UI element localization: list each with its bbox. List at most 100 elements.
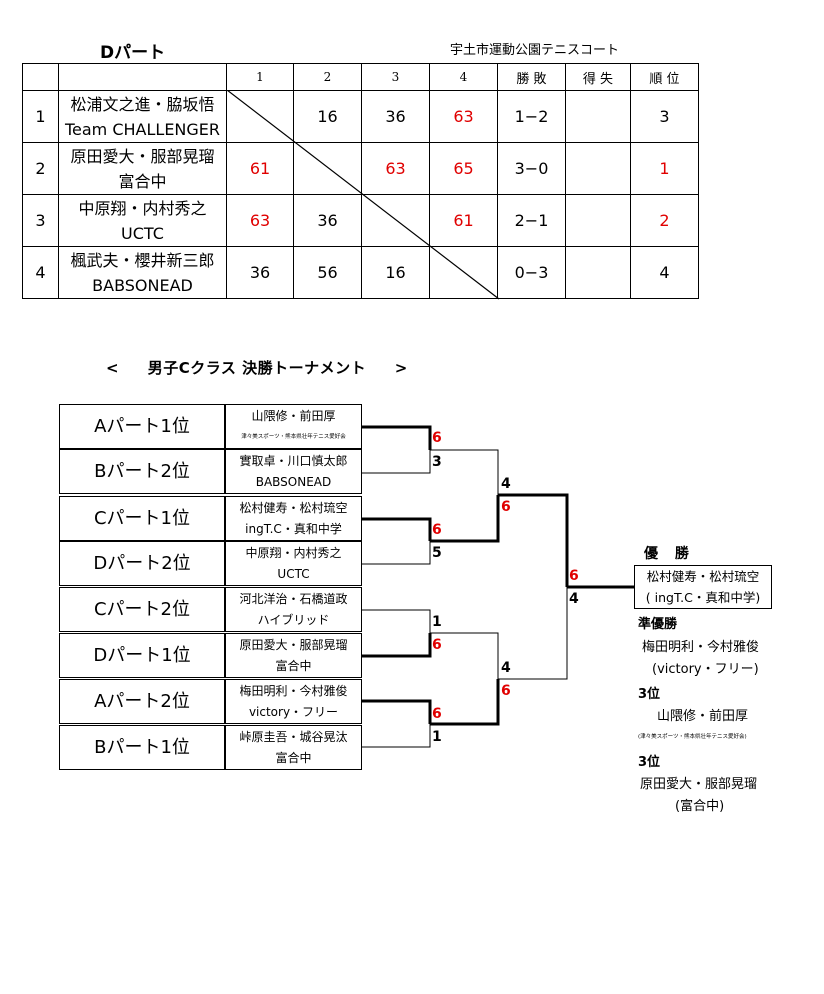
row-number: 4 — [22, 246, 59, 299]
team-cell: 中原翔・内村秀之 UCTC — [225, 541, 362, 586]
score-cell: 56 — [293, 246, 362, 299]
match-score: 4 — [501, 476, 511, 492]
match-score: 6 — [432, 430, 442, 446]
points-cell — [565, 142, 631, 195]
points-cell — [565, 194, 631, 247]
player-cell: 原田愛大・服部晃瑠富合中 — [58, 142, 227, 195]
score-cell: 63 — [429, 90, 498, 143]
player-cell: 松浦文之進・脇坂悟 Team CHALLENGER — [58, 90, 227, 143]
rank-cell: 2 — [630, 194, 699, 247]
score-cell: 63 — [361, 142, 430, 195]
header-col-1: 1 — [226, 63, 294, 91]
player-names: 松浦文之進・脇坂悟 — [70, 94, 215, 114]
score-cell: 36 — [293, 194, 362, 247]
team-club: 富合中 — [275, 659, 312, 673]
score-cell — [361, 194, 430, 247]
table-row: 2 原田愛大・服部晃瑠富合中 61 63 65 3−0 1 — [22, 142, 699, 195]
team-club: ingT.C・真和中学 — [245, 522, 342, 536]
header-cell-blank — [58, 63, 227, 91]
player-club: Team CHALLENGER — [64, 119, 221, 139]
team-players: 峠原圭吾・城谷晃汰 — [239, 730, 348, 744]
player-cell: 中原翔・内村秀之 UCTC — [58, 194, 227, 247]
match-score: 6 — [432, 522, 442, 538]
match-score: 6 — [501, 683, 511, 699]
team-players: 實取卓・川口慎太郎 — [239, 454, 348, 468]
seed-slot: Aパート2位 — [59, 679, 225, 724]
row-number: 3 — [22, 194, 59, 247]
match-score: 6 — [569, 568, 579, 584]
team-club: BABSONEAD — [255, 475, 332, 489]
record-cell: 0−3 — [497, 246, 566, 299]
score-cell: 61 — [226, 142, 294, 195]
third-place-label: 3位 — [638, 687, 661, 702]
match-score: 6 — [432, 637, 442, 653]
points-cell — [565, 90, 631, 143]
team-club: victory・フリー — [248, 705, 339, 719]
player-club: UCTC — [121, 223, 164, 243]
score-cell — [293, 142, 362, 195]
score-cell: 36 — [361, 90, 430, 143]
seed-slot: Cパート1位 — [59, 496, 225, 541]
team-players: 松村健寿・松村琉空 — [239, 501, 348, 515]
player-club: BABSONEAD — [92, 275, 193, 295]
record-cell: 1−2 — [497, 90, 566, 143]
part-title: Dパート — [100, 43, 166, 63]
seed-slot: Cパート2位 — [59, 587, 225, 632]
header-col-3: 3 — [361, 63, 430, 91]
team-cell: 梅田明利・今村雅俊 victory・フリー — [225, 679, 362, 724]
match-score: 4 — [501, 660, 511, 676]
match-score: 6 — [501, 499, 511, 515]
third-place-club: (富合中) — [675, 799, 725, 814]
header-cell-blank — [22, 63, 59, 91]
team-players: 梅田明利・今村雅俊 — [239, 684, 348, 698]
team-cell: 山隈修・前田厚津々美スポーツ・熊本県壮年テニス愛好会 — [225, 404, 362, 449]
score-cell: 16 — [293, 90, 362, 143]
player-club: 富合中 — [118, 171, 167, 191]
header-col-2: 2 — [293, 63, 362, 91]
third-place-players: 原田愛大・服部晃瑠 — [640, 777, 758, 792]
score-cell — [226, 90, 294, 143]
score-cell: 63 — [226, 194, 294, 247]
team-club: UCTC — [277, 567, 310, 581]
player-names: 中原翔・内村秀之 — [78, 198, 207, 218]
heading-right-bracket: > — [394, 359, 408, 377]
match-score: 1 — [432, 729, 442, 745]
header-col-4: 4 — [429, 63, 498, 91]
team-cell: 峠原圭吾・城谷晃汰富合中 — [225, 725, 362, 770]
venue-label: 宇土市運動公園テニスコート — [450, 43, 620, 58]
header-record: 勝 敗 — [497, 63, 566, 91]
team-cell: 實取卓・川口慎太郎 BABSONEAD — [225, 449, 362, 494]
team-players: 山隈修・前田厚 — [251, 409, 336, 423]
header-rank: 順 位 — [630, 63, 699, 91]
team-players: 原田愛大・服部晃瑠 — [239, 638, 348, 652]
heading-text: 男子Cクラス 決勝トーナメント — [147, 359, 367, 377]
row-number: 2 — [22, 142, 59, 195]
team-club: ハイブリッド — [257, 613, 330, 627]
seed-slot: Aパート1位 — [59, 404, 225, 449]
seed-slot: Dパート2位 — [59, 541, 225, 586]
champion-label: 優 勝 — [644, 546, 695, 562]
match-score: 6 — [432, 706, 442, 722]
champion-club: ( ingT.C・真和中学) — [645, 590, 761, 605]
team-club: 富合中 — [275, 751, 312, 765]
heading-left-bracket: < — [106, 359, 120, 377]
rank-cell: 4 — [630, 246, 699, 299]
champion-box: 松村健寿・松村琉空 ( ingT.C・真和中学) — [634, 565, 772, 609]
third-place-players: 山隈修・前田厚 — [657, 709, 749, 724]
tournament-heading: < 男子Cクラス 決勝トーナメント > — [106, 357, 408, 378]
runner-up-label: 準優勝 — [638, 617, 678, 632]
match-score: 5 — [432, 545, 442, 561]
match-score: 4 — [569, 591, 579, 607]
player-names: 原田愛大・服部晃瑠 — [70, 146, 215, 166]
match-score: 3 — [432, 454, 442, 470]
team-players: 中原翔・内村秀之 — [245, 546, 342, 560]
team-cell: 松村健寿・松村琉空 ingT.C・真和中学 — [225, 496, 362, 541]
score-cell — [429, 246, 498, 299]
rank-cell: 3 — [630, 90, 699, 143]
table-header-row: 1 2 3 4 勝 敗 得 失 順 位 — [22, 63, 699, 91]
match-score: 1 — [432, 614, 442, 630]
